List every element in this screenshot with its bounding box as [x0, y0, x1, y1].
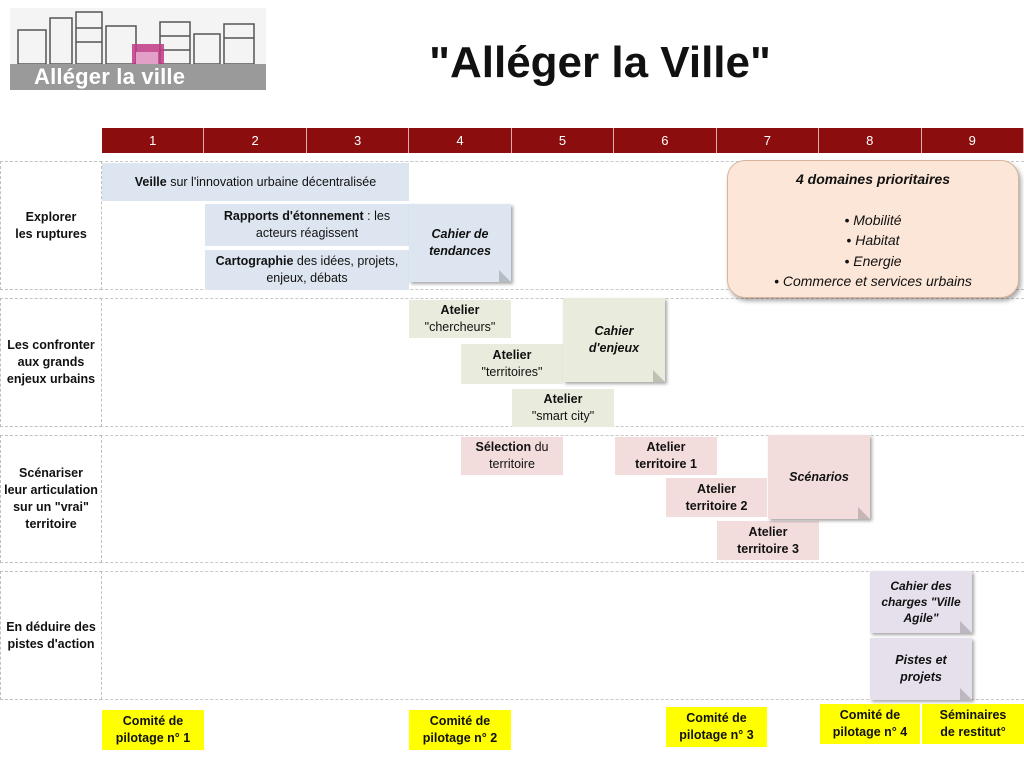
row-band [0, 161, 1024, 290]
rapports-rest: : les acteurs réagissent [255, 209, 391, 240]
seminaires-restitution: Séminaires de restitut° [922, 704, 1024, 744]
selection-rest: du territoire [489, 440, 549, 471]
veille-rest: sur l'innovation urbaine décentralisée [166, 174, 377, 189]
priorities-title: 4 domaines prioritaires [795, 171, 951, 187]
selection-bold: Sélection [475, 440, 532, 454]
city-buildings-icon [17, 11, 255, 66]
priorities-callout: 4 domaines prioritaires • Mobilité • Hab… [727, 160, 1019, 298]
atelier-title: Atelier [543, 392, 583, 406]
logo: Alléger la ville [10, 8, 266, 90]
atelier-smart-city-box: Atelier "smart city" [512, 389, 614, 427]
atelier-subtitle: "territoires" [481, 365, 543, 379]
scenarios-note: Scénarios [768, 435, 870, 519]
month-cell: 9 [921, 128, 1024, 153]
atelier-subtitle: "smart city" [531, 409, 595, 423]
month-header: 1 2 3 4 5 6 7 8 9 [102, 128, 1024, 153]
row-label-confronter: Les confronter aux grands enjeux urbains [0, 298, 102, 427]
priority-item: • Commerce et services urbains [774, 273, 972, 289]
cartographie-rest: des idées, projets, enjeux, débats [266, 254, 399, 285]
row-band [0, 571, 1024, 700]
month-cell: 7 [716, 128, 820, 153]
priority-item: • Habitat [846, 232, 900, 248]
comite-pilotage-3: Comité de pilotage n° 3 [666, 707, 767, 747]
page-title: "Alléger la Ville" [429, 38, 771, 87]
month-cell: 4 [409, 128, 512, 153]
atelier-title: Atelier [440, 303, 480, 317]
comite-pilotage-2: Comité de pilotage n° 2 [409, 710, 511, 750]
atelier-subtitle: "chercheurs" [424, 320, 496, 334]
month-cell: 6 [614, 128, 717, 153]
rapports-box: Rapports d'étonnement : les acteurs réag… [205, 204, 409, 246]
row-label-deduire: En déduire des pistes d'action [0, 571, 102, 700]
atelier-title: Atelier [492, 348, 532, 362]
row-band [0, 435, 1024, 563]
cartographie-bold: Cartographie [215, 254, 294, 268]
priority-item: • Mobilité [844, 211, 902, 228]
row-label-scenariser: Scénariser leur articulation sur un "vra… [0, 435, 102, 563]
month-cell: 2 [204, 128, 307, 153]
atelier-chercheurs-box: Atelier "chercheurs" [409, 300, 511, 338]
logo-text: Alléger la ville [10, 64, 266, 90]
atelier-territoire-1-box: Atelier territoire 1 [615, 437, 717, 475]
cahier-charges-note: Cahier des charges "Ville Agile" [870, 571, 972, 633]
selection-territoire-box: Sélection du territoire [461, 437, 563, 475]
cahier-enjeux-note: Cahier d'enjeux [563, 298, 665, 382]
atelier-territoires-box: Atelier "territoires" [461, 344, 563, 384]
atelier-territoire-2-box: Atelier territoire 2 [666, 478, 767, 517]
row-label-explorer: Explorer les ruptures [0, 161, 102, 290]
comite-pilotage-1: Comité de pilotage n° 1 [102, 710, 204, 750]
month-cell: 3 [306, 128, 410, 153]
cahier-tendances-note: Cahier de tendances [409, 204, 511, 282]
month-cell: 1 [102, 128, 205, 153]
atelier-territoire-3-box: Atelier territoire 3 [717, 521, 819, 560]
priority-item: • Energie [844, 252, 902, 269]
comite-pilotage-4: Comité de pilotage n° 4 [820, 704, 920, 744]
month-cell: 5 [511, 128, 615, 153]
pistes-projets-note: Pistes et projets [870, 638, 972, 700]
rapports-bold: Rapports d'étonnement [223, 209, 364, 223]
month-cell: 8 [819, 128, 922, 153]
cartographie-box: Cartographie des idées, projets, enjeux,… [205, 250, 409, 290]
veille-bold: Veille [134, 174, 167, 189]
veille-box: Veille sur l'innovation urbaine décentra… [102, 163, 409, 201]
